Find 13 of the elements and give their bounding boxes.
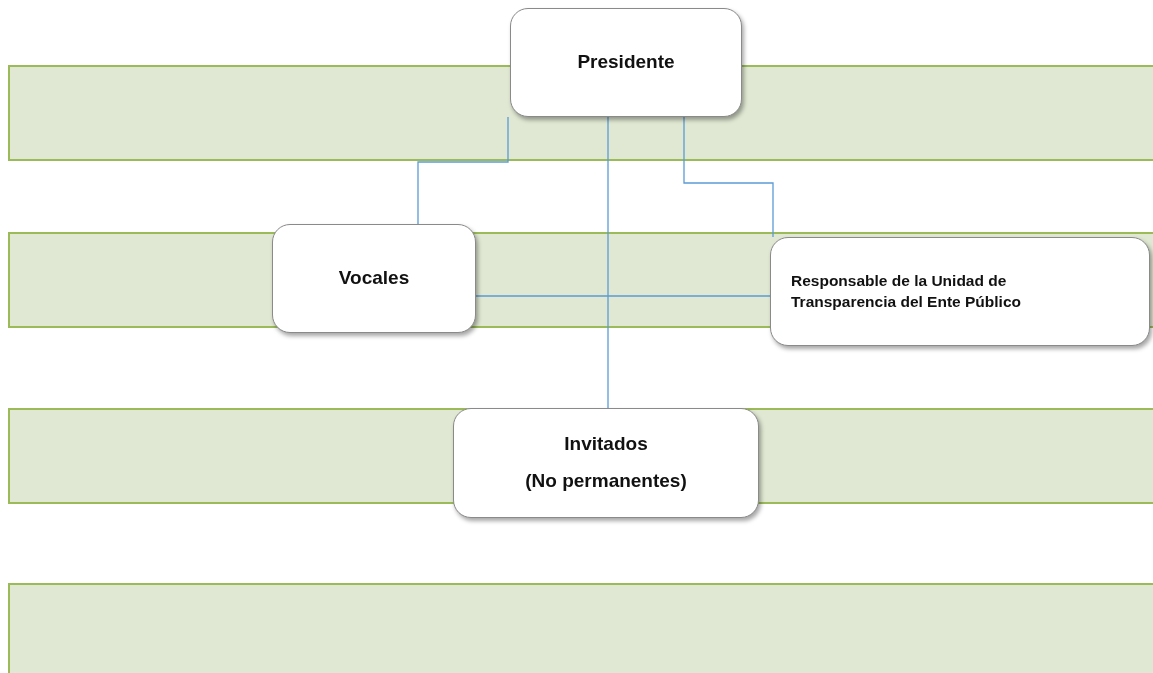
box-label: Vocales [338,267,410,290]
connector-line [683,116,774,238]
connector-line [417,116,509,225]
org-box [272,224,476,333]
connector-line [607,116,609,409]
box-label: (No permanentes) [525,470,687,493]
box-label: Responsable de la Unidad de Transparencia del Ente Público [790,270,1022,312]
box-label: Invitados [564,433,648,456]
box-label: Presidente [577,51,675,74]
org-box [510,8,742,117]
org-box [770,237,1150,346]
org-box [453,408,759,518]
connector-line [475,295,771,297]
